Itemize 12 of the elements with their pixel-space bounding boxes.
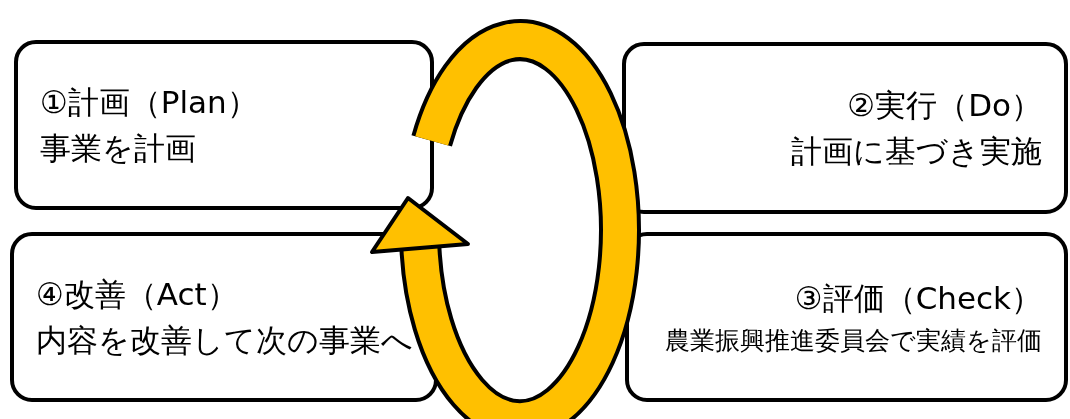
step-heading: ①計画（Plan） bbox=[40, 82, 258, 122]
step-heading: ②実行（Do） bbox=[847, 85, 1042, 125]
step-description: 事業を計画 bbox=[40, 129, 196, 168]
step-heading: ④改善（Act） bbox=[36, 274, 238, 314]
process-box bbox=[625, 232, 1068, 402]
step-description: 計画に基づき実施 bbox=[791, 132, 1042, 171]
step-description: 内容を改善して次の事業へ bbox=[36, 321, 413, 360]
step-description: 農業振興推進委員会で実績を評価 bbox=[665, 324, 1042, 357]
process-box bbox=[10, 232, 438, 402]
process-box bbox=[622, 42, 1068, 214]
step-heading: ③評価（Check） bbox=[794, 279, 1042, 318]
process-box bbox=[14, 40, 434, 210]
